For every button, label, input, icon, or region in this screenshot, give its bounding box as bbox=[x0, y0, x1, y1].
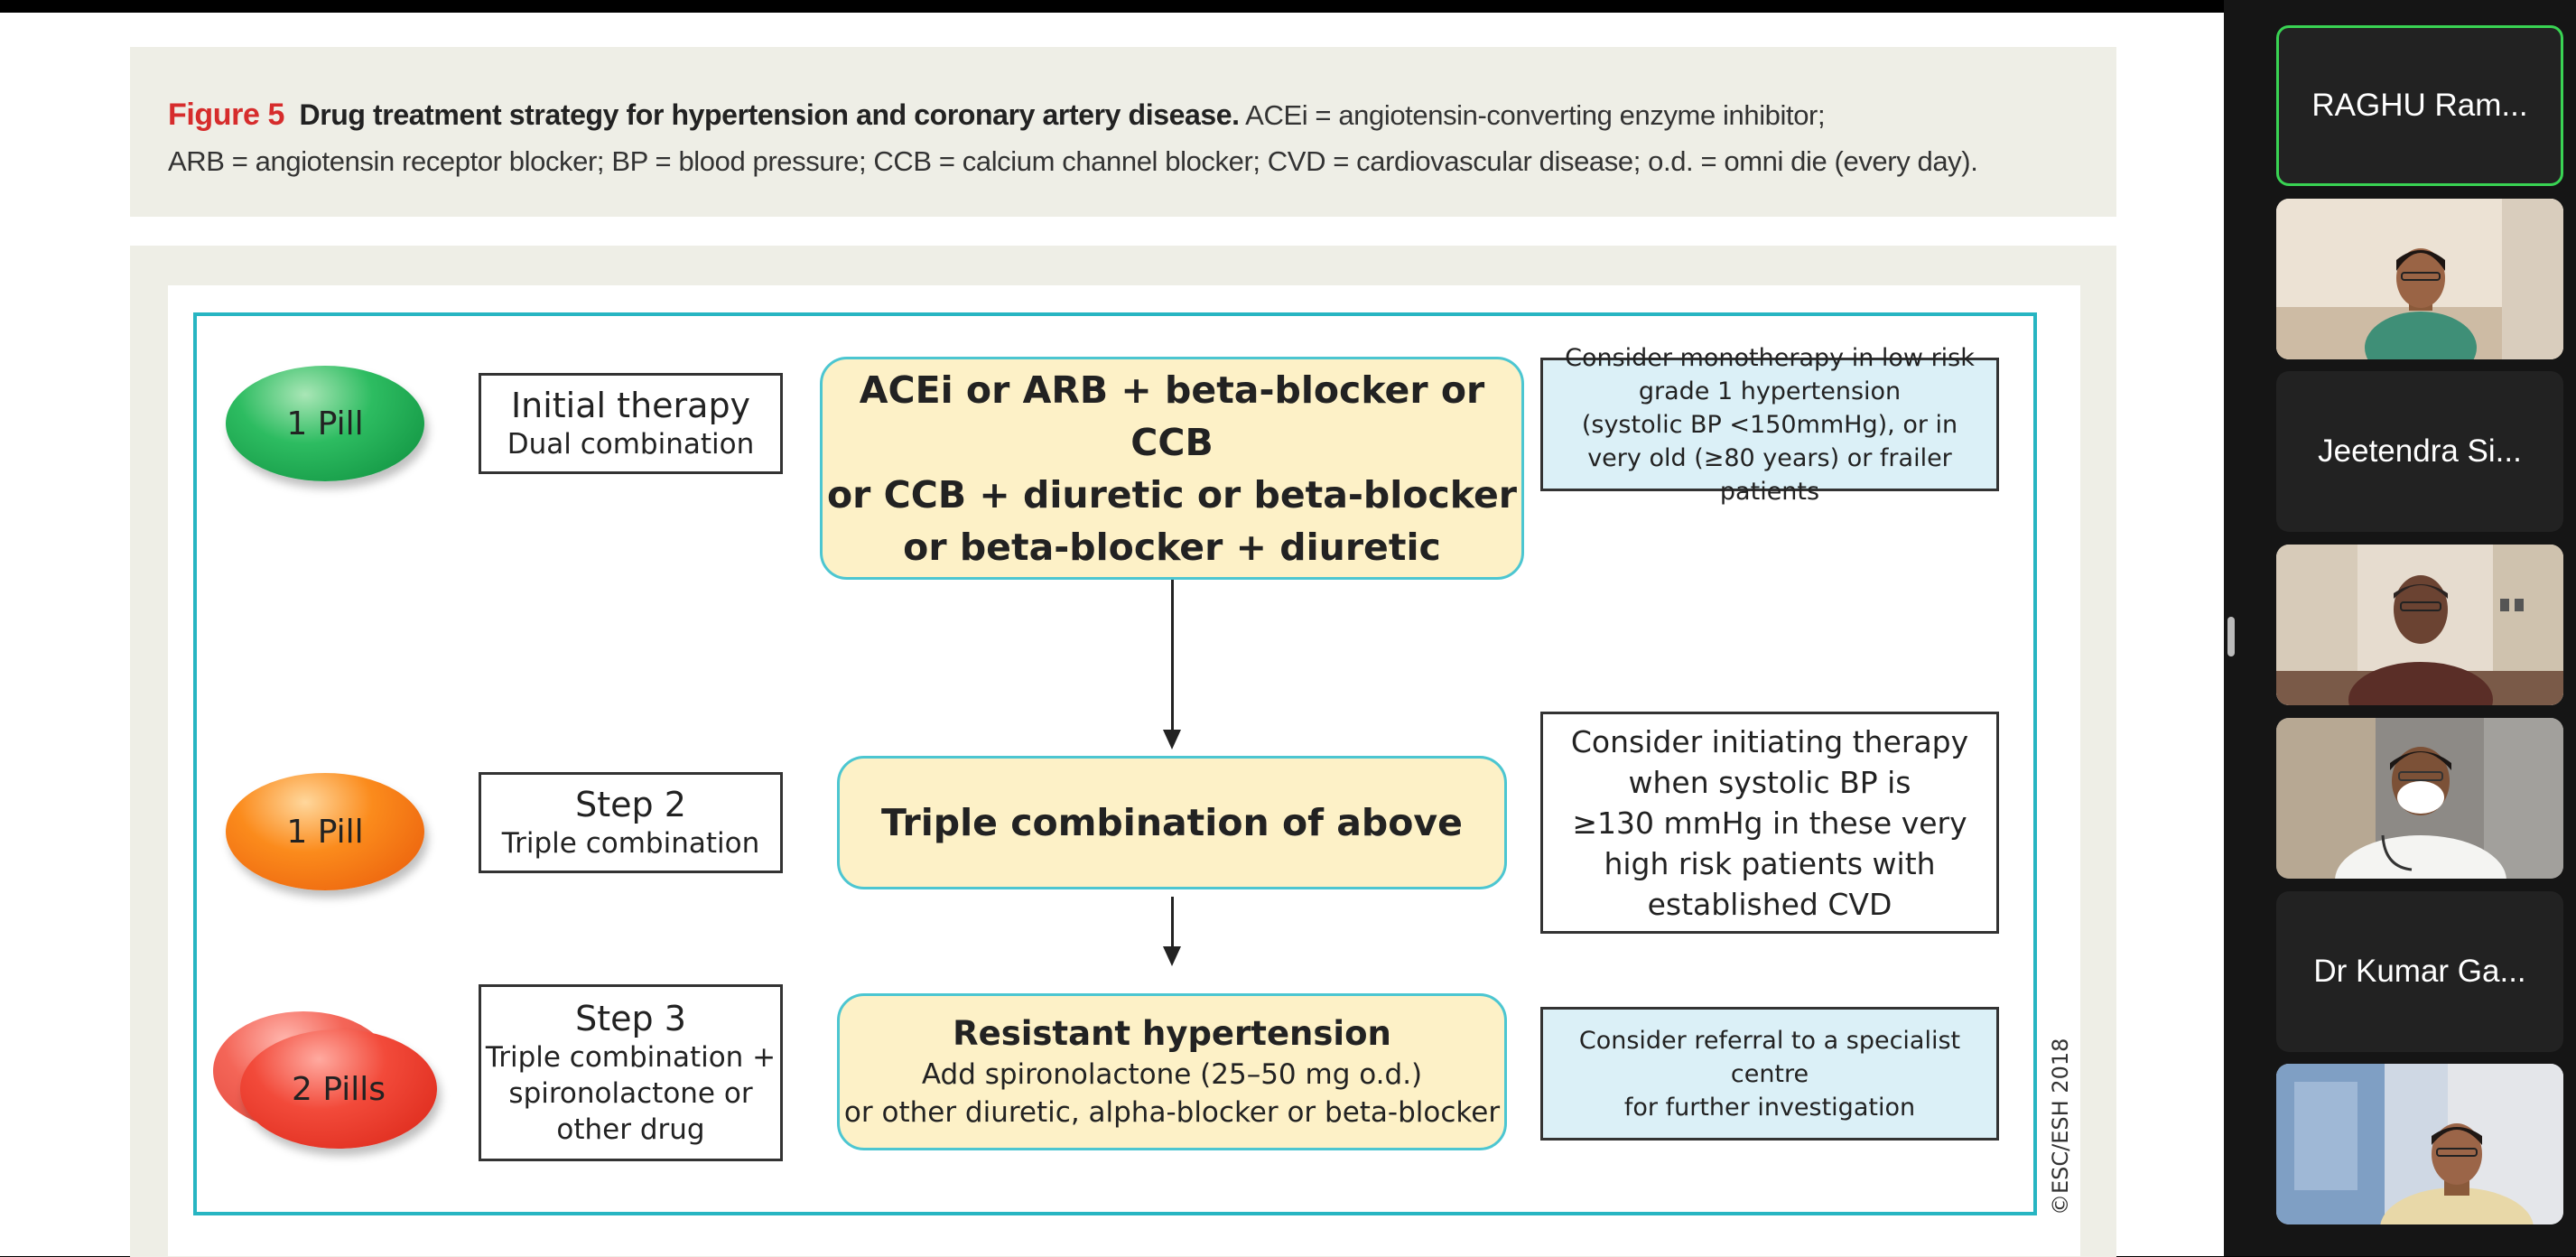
copyright-label: ©ESC/ESH 2018 bbox=[2048, 1038, 2073, 1215]
participant-tile[interactable]: Jeetendra Si... bbox=[2276, 371, 2563, 532]
step-box-step2: Step 2 Triple combination bbox=[479, 772, 783, 873]
pill-icon-step3: 2 Pills bbox=[240, 1029, 437, 1149]
pill-icon-step2: 1 Pill bbox=[226, 773, 424, 890]
treatment-box-step2: Triple combination of above bbox=[837, 756, 1507, 889]
treatment-line: or beta-blocker + diuretic bbox=[903, 525, 1441, 569]
treatment-box-initial: ACEi or ARB + beta-blocker or CCB or CCB… bbox=[820, 357, 1524, 580]
top-bar bbox=[0, 0, 2224, 13]
step-line: other drug bbox=[556, 1113, 705, 1146]
pill-label: 1 Pill bbox=[286, 813, 364, 851]
participant-video-tile[interactable] bbox=[2276, 199, 2563, 359]
treatment-title: Resistant hypertension bbox=[953, 1014, 1391, 1053]
step-title: Step 2 bbox=[575, 785, 686, 824]
treatment-line: or other diuretic, alpha-blocker or beta… bbox=[843, 1096, 1501, 1129]
figure-label: Figure 5 bbox=[168, 98, 285, 132]
participant-video bbox=[2276, 545, 2563, 705]
participant-video bbox=[2276, 718, 2563, 879]
flow-arrow-line bbox=[1171, 897, 1174, 951]
participant-tile[interactable]: Dr Kumar Ga... bbox=[2276, 891, 2563, 1052]
participant-video-tile[interactable] bbox=[2276, 718, 2563, 879]
figure-caption: Figure 5 Drug treatment strategy for hyp… bbox=[130, 47, 2116, 217]
step-title: Initial therapy bbox=[510, 386, 751, 425]
step-box-step3: Step 3 Triple combination + spironolacto… bbox=[479, 984, 783, 1161]
sidebar-resize-handle[interactable] bbox=[2227, 617, 2235, 656]
participant-video-tile[interactable] bbox=[2276, 1064, 2563, 1224]
pill-icon-initial: 1 Pill bbox=[226, 366, 424, 481]
note-box-step2: Consider initiating therapy when systoli… bbox=[1540, 712, 1999, 934]
step-title: Step 3 bbox=[575, 999, 686, 1038]
pill-label: 1 Pill bbox=[286, 405, 364, 442]
participant-tile[interactable]: RAGHU Ram... bbox=[2276, 25, 2563, 186]
copyright-text: ©ESC/ESH 2018 bbox=[2048, 1038, 2073, 1215]
pill-label: 2 Pills bbox=[291, 1070, 386, 1108]
participant-name: RAGHU Ram... bbox=[2311, 88, 2528, 123]
figure-title: Drug treatment strategy for hypertension… bbox=[299, 98, 1241, 131]
step-subtitle: Triple combination bbox=[501, 827, 760, 860]
arrow-down-icon bbox=[1163, 730, 1181, 750]
participant-video bbox=[2276, 199, 2563, 359]
step-box-initial: Initial therapy Dual combination bbox=[479, 373, 783, 474]
flow-arrow-line bbox=[1171, 580, 1174, 733]
step-line: spironolactone or bbox=[508, 1077, 753, 1110]
step-subtitle: Dual combination bbox=[507, 428, 755, 461]
note-box-initial: Consider monotherapy in low risk grade 1… bbox=[1540, 344, 1999, 506]
arrow-down-icon bbox=[1163, 946, 1181, 966]
treatment-line: Add spironolactone (25–50 mg o.d.) bbox=[921, 1058, 1423, 1091]
caption-text-1: ACEi = angiotensin-converting enzyme inh… bbox=[1239, 99, 1826, 131]
treatment-line: ACEi or ARB + beta-blocker or CCB bbox=[859, 368, 1485, 464]
treatment-box-step3: Resistant hypertension Add spironolacton… bbox=[837, 993, 1507, 1150]
step-line: Triple combination + bbox=[485, 1041, 777, 1074]
participant-video bbox=[2276, 1064, 2563, 1224]
caption-text-2: ARB = angiotensin receptor blocker; BP =… bbox=[168, 145, 1978, 177]
note-box-step3: Consider referral to a specialist centre… bbox=[1540, 1007, 1999, 1141]
participant-video-tile[interactable] bbox=[2276, 545, 2563, 705]
participant-name: Jeetendra Si... bbox=[2318, 433, 2522, 469]
treatment-line: or CCB + diuretic or beta-blocker bbox=[826, 472, 1517, 517]
participant-name: Dr Kumar Ga... bbox=[2313, 954, 2526, 989]
treatment-line: Triple combination of above bbox=[881, 801, 1463, 844]
